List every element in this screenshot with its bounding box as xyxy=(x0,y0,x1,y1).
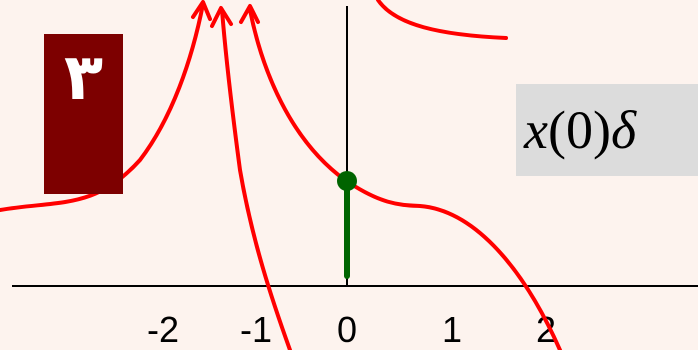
formula-argument: (0) xyxy=(547,100,611,160)
impulse-dot xyxy=(337,171,357,191)
curve-left-rising xyxy=(0,2,205,212)
curve-right-descending xyxy=(248,8,562,350)
arrow-head-right xyxy=(239,4,260,24)
tick-label-1: 1 xyxy=(442,309,462,350)
arrow-head-left xyxy=(191,0,212,21)
tick-label-neg2: -2 xyxy=(147,309,179,350)
tick-label-0: 0 xyxy=(337,309,357,350)
tick-label-neg1: -1 xyxy=(240,309,272,350)
number-badge: ٣ xyxy=(44,34,123,194)
formula-box: x (0)δ xyxy=(516,84,698,176)
formula-variable-x: x xyxy=(524,100,548,160)
tick-label-2: 2 xyxy=(536,309,556,350)
arrow-head-middle xyxy=(210,6,233,28)
curve-top-right xyxy=(376,0,508,40)
curve-middle-rising xyxy=(220,8,292,350)
formula-delta: δ xyxy=(610,100,637,160)
badge-label: ٣ xyxy=(63,41,104,115)
